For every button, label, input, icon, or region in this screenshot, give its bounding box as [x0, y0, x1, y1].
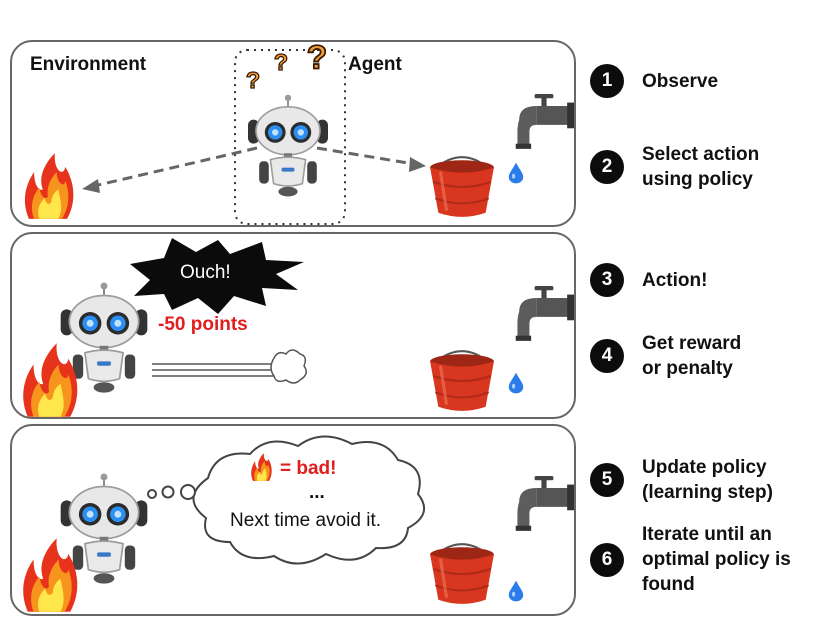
fire-icon [24, 153, 74, 219]
penalty-points: -50 points [158, 314, 248, 335]
ellipsis-text: ... [309, 482, 325, 503]
bucket-icon [428, 542, 496, 606]
step-label: Iterate until an optimal policy is found [642, 524, 791, 595]
step-select-action: 2 Select action using policy [590, 142, 759, 192]
step-get-reward: 4 Get reward or penalty [590, 331, 741, 381]
thought-cloud [192, 435, 426, 565]
ouch-text: Ouch! [180, 262, 231, 283]
action-scene [23, 238, 574, 417]
step-label: Update policy (learning step) [642, 457, 773, 503]
step-number-badge: 2 [590, 150, 624, 184]
faucet-icon [515, 286, 574, 341]
bucket-icon [428, 349, 496, 413]
water-drop-icon [508, 580, 524, 602]
update-policy-panel: = bad! ... Next time avoid it. [10, 424, 576, 616]
fire-icon [23, 343, 78, 417]
dust-cloud [270, 349, 307, 384]
step-number-badge: 1 [590, 64, 624, 98]
step-number-badge: 6 [590, 542, 624, 577]
fire-icon [23, 538, 78, 612]
robot-icon [247, 93, 329, 198]
step-label: Observe [642, 70, 719, 92]
step-observe: 1 Observe [590, 64, 718, 98]
step-number-badge: 5 [590, 463, 624, 497]
step-label: Select action using policy [642, 144, 760, 190]
bad-text: = bad! [280, 458, 337, 479]
step-update-policy: 5 Update policy (learning step) [590, 455, 773, 505]
faucet-icon [515, 94, 574, 149]
action-panel: Ouch! -50 points [10, 232, 576, 419]
faucet-icon [515, 476, 574, 531]
step-action: 3 Action! [590, 263, 707, 297]
step-list: 1 Observe 2 Select action using policy 3… [586, 0, 820, 626]
update-scene [23, 435, 574, 612]
bucket-icon [428, 155, 496, 219]
observe-scene [24, 42, 574, 225]
ouch-burst [130, 238, 304, 314]
step-label: Action! [642, 269, 708, 291]
water-drop-icon [508, 162, 524, 184]
thought-text: Next time avoid it. [230, 510, 381, 531]
step-number-badge: 4 [590, 339, 624, 373]
question-mark-icon [305, 42, 329, 76]
step-number-badge: 3 [590, 263, 624, 297]
observe-panel: Environment Agent [10, 40, 576, 227]
step-iterate: 6 Iterate until an optimal policy is fou… [590, 522, 791, 597]
question-mark-icon [245, 68, 261, 94]
question-mark-icon [273, 50, 289, 76]
step-label: Get reward or penalty [642, 333, 742, 379]
environment-label: Environment [30, 54, 147, 75]
water-drop-icon [508, 372, 524, 394]
agent-label: Agent [348, 54, 402, 75]
